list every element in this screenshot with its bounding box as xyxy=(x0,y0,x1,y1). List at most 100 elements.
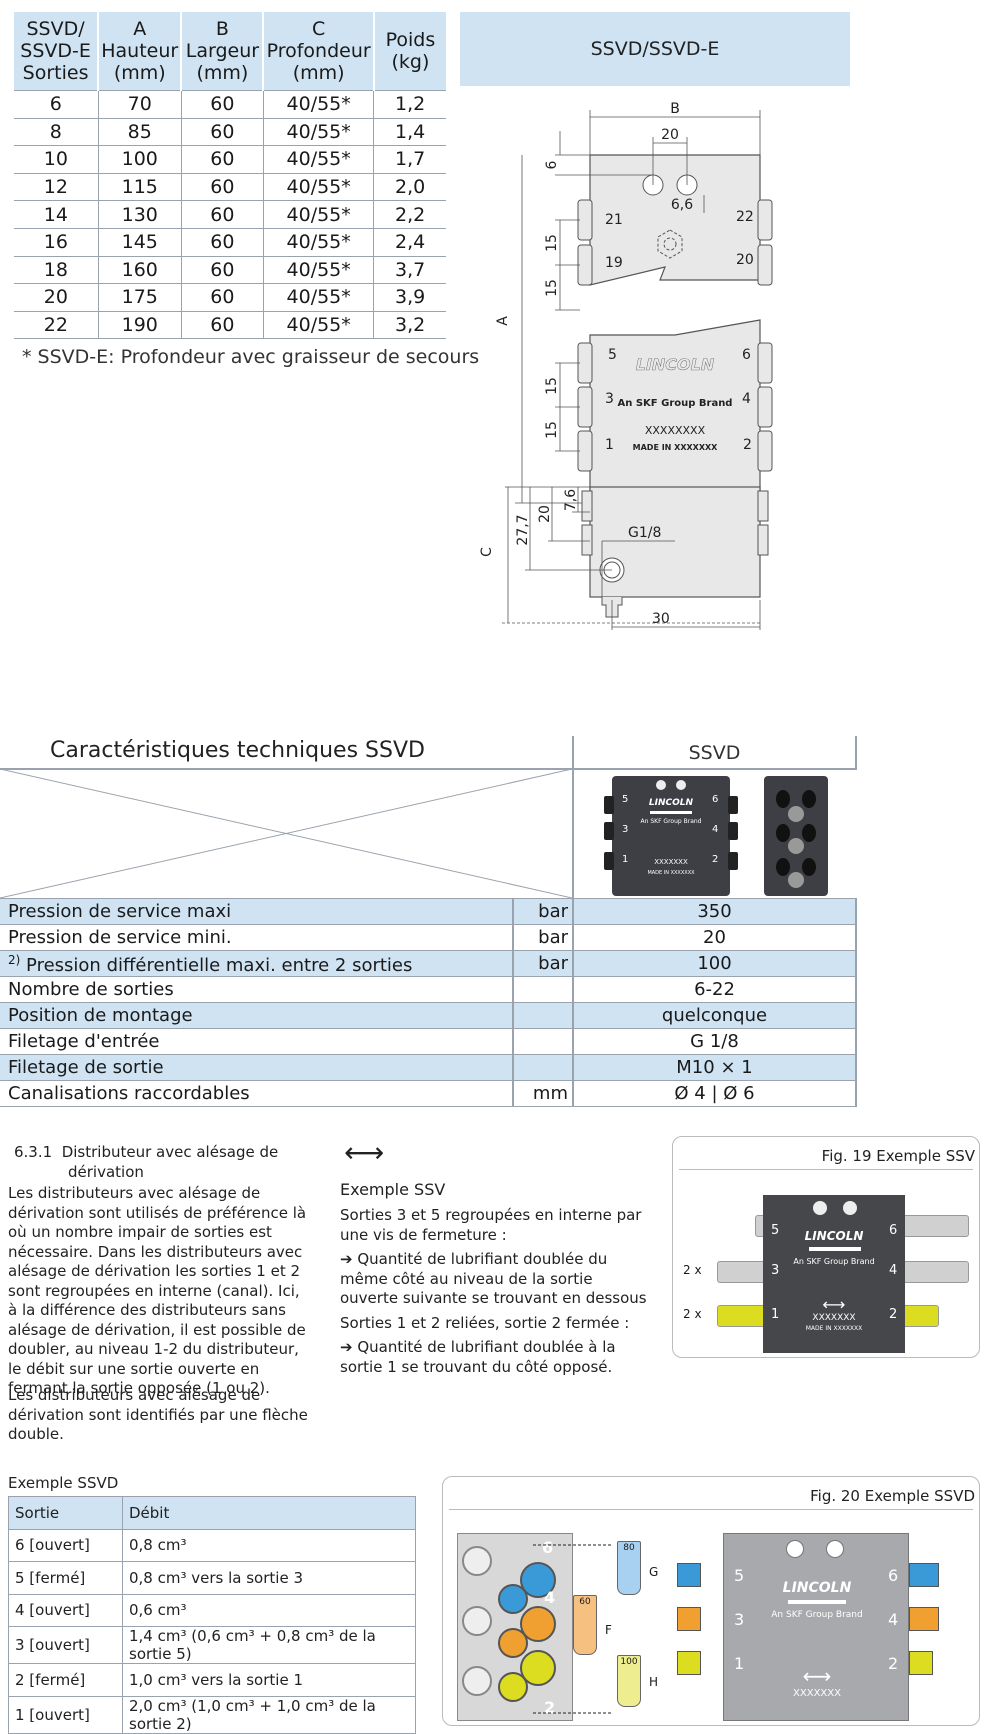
photo-brand: LINCOLN xyxy=(648,798,694,808)
example-row: 4 [ouvert]0,6 cm³ xyxy=(8,1593,416,1627)
outlet-4: 4 xyxy=(742,391,751,407)
outlet-22: 22 xyxy=(736,209,754,225)
outlet-5: 5 xyxy=(608,347,617,363)
spec-label: Filetage d'entrée xyxy=(8,1031,160,1052)
section-title-line2: dérivation xyxy=(68,1163,144,1181)
spec-label-text: Nombre de sorties xyxy=(8,979,174,1000)
unit-divider xyxy=(512,1055,514,1081)
dim-label-15a: 15 xyxy=(544,234,560,252)
fig20-arrow: ⟷ xyxy=(802,1664,832,1688)
fig20-brand: LINCOLN xyxy=(782,1580,852,1596)
photo-n1: 1 xyxy=(622,854,629,865)
example-ssvd-head: Sortie Débit xyxy=(8,1496,416,1530)
value-divider xyxy=(572,1003,574,1029)
section-number: 6.3.1 xyxy=(14,1143,53,1161)
example-row: 5 [fermé]0,8 cm³ vers la sortie 3 xyxy=(8,1561,416,1595)
dimension-footnote: * SSVD-E: Profondeur avec graisseur de s… xyxy=(22,346,480,368)
fig20-leader-lines xyxy=(533,1544,613,1714)
plug-h xyxy=(617,1655,641,1707)
dimension-cell: 130 xyxy=(97,200,182,229)
dimension-cell: 1,2 xyxy=(373,90,446,119)
unit-divider xyxy=(512,977,514,1003)
dim-label-20: 20 xyxy=(661,127,679,143)
spec-footnote-ref: 2) xyxy=(8,953,21,967)
plug-f-letter: F xyxy=(605,1623,612,1637)
example-debit: 1,0 cm³ vers la sortie 1 xyxy=(122,1663,416,1697)
spec-label: Canalisations raccordables xyxy=(8,1083,250,1104)
example-debit: 2,0 cm³ (1,0 cm³ + 1,0 cm³ de la sortie … xyxy=(122,1695,416,1734)
row-edge xyxy=(855,1003,857,1029)
spec-unit: mm xyxy=(532,1083,568,1104)
spec-label-text: Pression de service maxi xyxy=(8,901,232,922)
dimension-cell: 85 xyxy=(97,117,182,146)
dimension-cell: 3,9 xyxy=(373,283,446,312)
value-divider xyxy=(572,951,574,977)
dimension-cell: 190 xyxy=(97,310,182,340)
dimension-table-header: SSVD/ SSVD-E Sorties A Hauteur (mm) B La… xyxy=(14,12,446,91)
row-edge xyxy=(855,925,857,951)
example-ssv-title: Exemple SSV xyxy=(340,1180,446,1199)
plug-f-label: 60 xyxy=(579,1597,591,1607)
dimension-cell: 60 xyxy=(180,283,264,312)
outlet-1: 1 xyxy=(605,437,614,453)
spec-label: Nombre de sorties xyxy=(8,979,174,1000)
spec-label: Filetage de sortie xyxy=(8,1057,164,1078)
dimension-cell: 115 xyxy=(97,172,182,201)
spec-value: G 1/8 xyxy=(690,1031,739,1052)
fig19-n2: 2 xyxy=(889,1307,898,1322)
head-debit: Débit xyxy=(122,1496,416,1530)
fig19-brand: LINCOLN xyxy=(804,1229,864,1243)
col-poids: Poids (kg) xyxy=(372,12,446,91)
column-edge xyxy=(855,736,857,768)
photo-n5: 5 xyxy=(622,794,629,805)
dim-label-66: 6,6 xyxy=(671,197,693,213)
spec-label-text: Pression différentielle maxi. entre 2 so… xyxy=(20,955,413,976)
spec-label-text: Canalisations raccordables xyxy=(8,1083,250,1104)
dimension-cell: 2,0 xyxy=(373,172,446,201)
serial-code: XXXXXXXX xyxy=(645,424,706,437)
example-debit: 1,4 cm³ (0,6 cm³ + 0,8 cm³ de la sortie … xyxy=(122,1626,416,1664)
fig19-n3: 3 xyxy=(771,1263,780,1278)
plug-g-letter: G xyxy=(649,1565,659,1579)
dimension-cell: 40/55* xyxy=(262,172,374,201)
dim-label-15c: 15 xyxy=(544,377,560,395)
dimension-cell: 60 xyxy=(180,145,264,174)
dimension-cell: 40/55* xyxy=(262,255,374,284)
col-sorties: SSVD/ SSVD-E Sorties xyxy=(14,12,99,91)
dimension-cell: 1,7 xyxy=(373,145,446,174)
spec-label: 2) Pression différentielle maxi. entre 2… xyxy=(8,953,412,976)
example-ssv-line1: Sorties 3 et 5 regroupées en interne par… xyxy=(340,1206,642,1244)
section-title-line1: Distributeur avec alésage de xyxy=(61,1143,279,1161)
dim-label-15d: 15 xyxy=(544,421,560,439)
plug-h-letter: H xyxy=(649,1675,659,1689)
value-divider xyxy=(572,1081,574,1107)
example-row: 2 [fermé]1,0 cm³ vers la sortie 1 xyxy=(8,1663,416,1697)
dimension-cell: 40/55* xyxy=(262,200,374,229)
example-ssv-line2: ➔ Quantité de lubrifiant doublée du même… xyxy=(340,1250,647,1307)
dim-label-c20: 20 xyxy=(537,505,553,523)
made-in: MADE IN XXXXXXX xyxy=(633,443,719,452)
outlet-19: 19 xyxy=(605,255,623,271)
example-debit: 0,6 cm³ xyxy=(122,1593,416,1627)
fig19-group: An SKF Group Brand xyxy=(793,1257,875,1266)
photo-n2: 2 xyxy=(712,854,719,865)
dimension-cell: 40/55* xyxy=(262,310,374,340)
unit-divider xyxy=(512,1003,514,1029)
photo-group: An SKF Group Brand xyxy=(640,818,702,825)
dimension-cell: 60 xyxy=(180,255,264,284)
figure-20: Fig. 20 Exemple SSVD 6 4 2 80 G 60 F 100… xyxy=(442,1476,980,1726)
dimension-cell: 60 xyxy=(180,227,264,257)
double-arrow-icon: ⟷ xyxy=(344,1136,385,1169)
dimension-drawing: B 20 6 6,6 15 15 15 15 A 21 22 19 20 5 6… xyxy=(479,101,773,630)
dimension-cell: 60 xyxy=(180,117,264,146)
spec-value: Ø 4 | Ø 6 xyxy=(674,1083,755,1104)
photo-n4: 4 xyxy=(712,824,719,835)
dimension-cell: 175 xyxy=(97,283,182,312)
